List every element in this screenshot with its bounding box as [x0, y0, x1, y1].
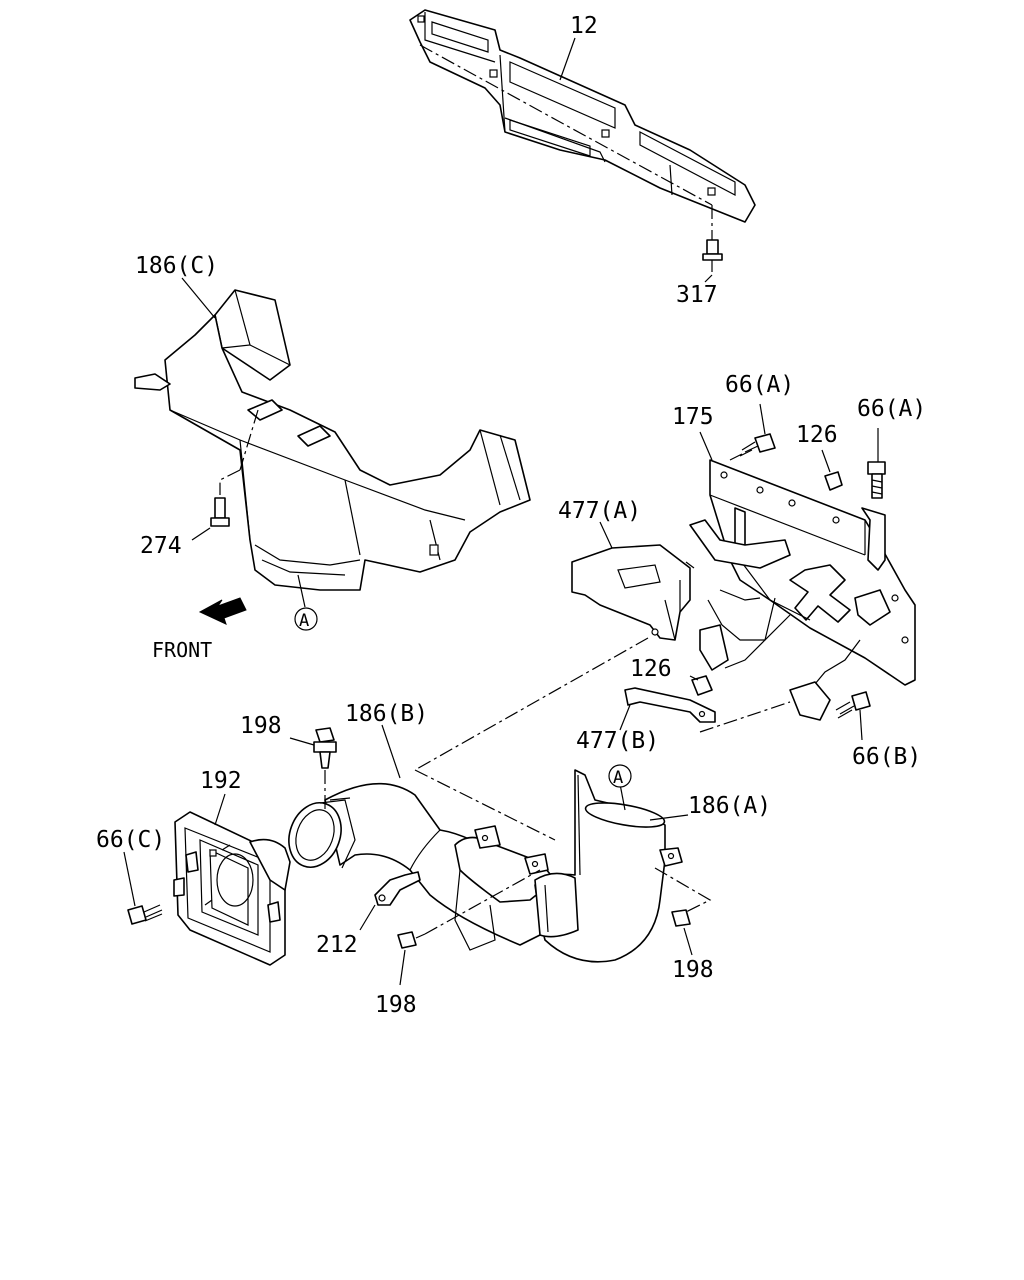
- leader-274: [191, 527, 211, 541]
- callout-a2: A: [608, 764, 632, 788]
- label-274: 274: [140, 533, 182, 559]
- leader-186a: [649, 814, 689, 821]
- bracket-477a: [571, 544, 695, 641]
- callout-a1: A: [294, 607, 318, 631]
- label-175: 175: [672, 404, 714, 430]
- leader-186b: [381, 724, 401, 779]
- label-186a: 186(A): [688, 793, 771, 819]
- leader-callout-a2: [619, 783, 626, 811]
- label-192: 192: [200, 768, 242, 794]
- label-317: 317: [676, 282, 718, 308]
- bolt-66a-2: [867, 461, 886, 499]
- label-477a: 477(A): [558, 498, 641, 524]
- callout-a1-letter: A: [299, 611, 309, 631]
- label-186c: 186(C): [135, 253, 218, 279]
- label-66a-2: 66(A): [857, 396, 926, 422]
- leader-175: [699, 431, 713, 461]
- front-arrow-icon: [198, 597, 247, 625]
- leader-198-3: [683, 927, 693, 956]
- leader-198-1: [289, 737, 315, 746]
- label-477b: 477(B): [576, 728, 659, 754]
- leader-66b: [859, 709, 863, 741]
- leader-192: [214, 793, 226, 826]
- leader-126-2: [689, 675, 699, 681]
- label-66b: 66(B): [852, 744, 921, 770]
- leader-477b: [619, 704, 631, 731]
- leader-477a: [599, 521, 613, 549]
- label-front: FRONT: [152, 638, 212, 662]
- leader-212: [359, 904, 376, 931]
- dashline-477a-duct: [414, 637, 649, 771]
- clip-212: [374, 871, 421, 906]
- clip-477b: [624, 687, 716, 723]
- dashline-477b: [699, 701, 791, 733]
- dashline-198-2: [424, 869, 541, 935]
- label-198-1: 198: [240, 713, 282, 739]
- leader-66a-1: [759, 403, 766, 435]
- duct-186c: [134, 289, 531, 591]
- screw-198-3: [671, 909, 691, 927]
- frame-192: [173, 811, 291, 966]
- callout-a2-letter: A: [613, 768, 623, 788]
- bolt-66a-1: [729, 433, 776, 461]
- bracket-175: [689, 459, 916, 721]
- leader-12: [559, 37, 576, 81]
- leader-186c: [181, 277, 216, 319]
- label-66a-1: 66(A): [725, 372, 794, 398]
- leader-126-1: [821, 449, 831, 473]
- label-126-2: 126: [630, 656, 672, 682]
- bolt-66b: [835, 691, 871, 719]
- nut-126-2: [691, 675, 713, 696]
- screw-198-1: [313, 727, 337, 769]
- label-12: 12: [570, 13, 598, 39]
- label-186b: 186(B): [345, 701, 428, 727]
- bolt-66c: [127, 904, 163, 925]
- screw-198-2: [397, 931, 426, 949]
- screw-317: [702, 239, 723, 272]
- leader-66c: [123, 851, 136, 907]
- label-126-1: 126: [796, 422, 838, 448]
- leader-callout-a1: [297, 574, 306, 608]
- label-198-3: 198: [672, 957, 714, 983]
- label-66c: 66(C): [96, 827, 165, 853]
- label-198-2: 198: [375, 992, 417, 1018]
- nut-126-1: [824, 471, 843, 491]
- duct-12: [409, 9, 756, 240]
- elbow-186a: [534, 769, 712, 963]
- leader-198-2: [399, 949, 406, 986]
- label-212: 212: [316, 932, 358, 958]
- leader-317: [704, 274, 713, 283]
- screw-274: [210, 497, 230, 527]
- hose-186b: [288, 769, 556, 951]
